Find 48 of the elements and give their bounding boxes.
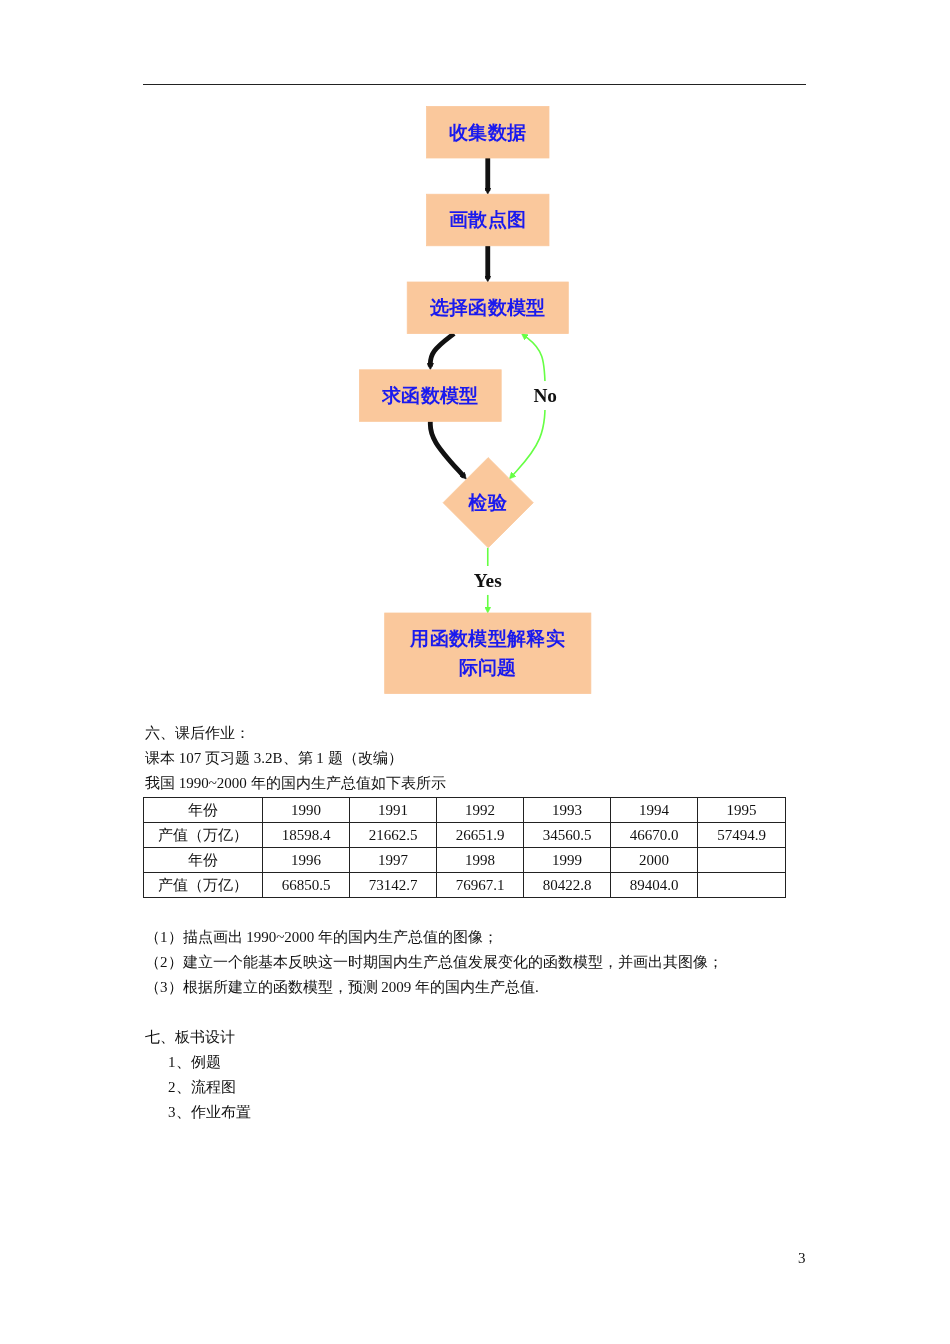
table-cell: 产值（万亿） bbox=[143, 822, 263, 848]
decision-diamond: 检验 bbox=[442, 457, 534, 549]
table-cell: 年份 bbox=[143, 847, 263, 873]
process-box: 收集数据 bbox=[426, 106, 550, 159]
table-cell: 76967.1 bbox=[436, 872, 524, 898]
table-cell: 1991 bbox=[349, 797, 437, 823]
table-cell: 产值（万亿） bbox=[143, 872, 263, 898]
list-item: 3、作业布置 bbox=[168, 1103, 251, 1122]
question-text: （3）根据所建立的函数模型，预测 2009 年的国内生产总值. bbox=[145, 978, 539, 997]
table-cell: 66850.5 bbox=[262, 872, 350, 898]
page-number: 3 bbox=[798, 1249, 806, 1268]
process-box: 求函数模型 bbox=[358, 369, 502, 422]
table-cell: 1998 bbox=[436, 847, 524, 873]
table-cell: 34560.5 bbox=[523, 822, 611, 848]
process-box: 选择函数模型 bbox=[406, 281, 569, 334]
table-cell: 1990 bbox=[262, 797, 350, 823]
table-cell: 1996 bbox=[262, 847, 350, 873]
table-cell: 73142.7 bbox=[349, 872, 437, 898]
list-item: 2、流程图 bbox=[168, 1078, 236, 1097]
table-cell: 57494.9 bbox=[697, 822, 786, 848]
table-cell: 1993 bbox=[523, 797, 611, 823]
table-cell: 2000 bbox=[610, 847, 698, 873]
table-cell: 1997 bbox=[349, 847, 437, 873]
table-cell: 18598.4 bbox=[262, 822, 350, 848]
section-heading: 七、板书设计 bbox=[145, 1028, 235, 1047]
list-item: 1、例题 bbox=[168, 1053, 221, 1072]
question-text: （2）建立一个能基本反映这一时期国内生产总值发展变化的函数模型，并画出其图像； bbox=[145, 953, 723, 972]
table-cell: 1999 bbox=[523, 847, 611, 873]
edge-label: Yes bbox=[473, 565, 502, 595]
table-cell: 46670.0 bbox=[610, 822, 698, 848]
exercise-reference: 课本 107 页习题 3.2B、第 1 题（改编） bbox=[145, 749, 403, 768]
section-heading: 六、课后作业： bbox=[145, 724, 250, 743]
process-box: 画散点图 bbox=[426, 193, 550, 247]
arrow bbox=[484, 158, 492, 195]
table-cell: 26651.9 bbox=[436, 822, 524, 848]
arrow bbox=[427, 421, 467, 480]
table-cell: 1994 bbox=[610, 797, 698, 823]
table-cell: 1995 bbox=[697, 797, 786, 823]
process-box: 用函数模型解释实际问题 bbox=[384, 612, 592, 694]
table-cell: 1992 bbox=[436, 797, 524, 823]
question-text: （1）描点画出 1990~2000 年的国内生产总值的图像； bbox=[145, 928, 499, 947]
table-cell: 21662.5 bbox=[349, 822, 437, 848]
table-intro: 我国 1990~2000 年的国内生产总值如下表所示 bbox=[145, 774, 446, 793]
table-cell: 年份 bbox=[143, 797, 263, 823]
arrow bbox=[484, 245, 492, 283]
table-cell: 89404.0 bbox=[610, 872, 698, 898]
table-cell: 80422.8 bbox=[523, 872, 611, 898]
edge-label: No bbox=[533, 381, 557, 411]
